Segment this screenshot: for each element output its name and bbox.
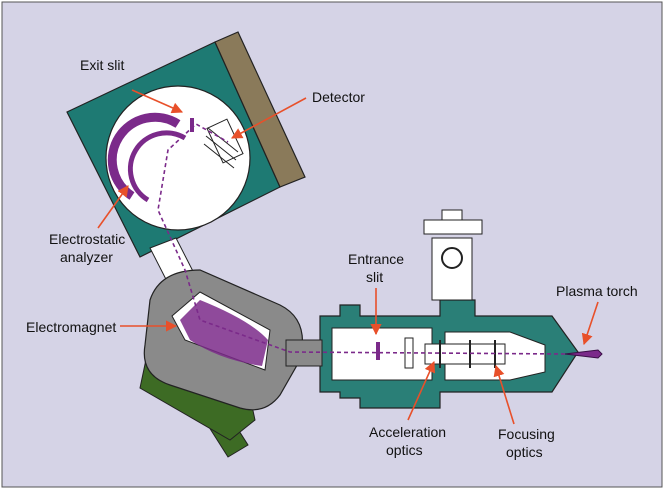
label-slit: slit bbox=[366, 269, 383, 285]
analyzer-housing bbox=[66, 31, 306, 258]
arrow-detector bbox=[231, 97, 307, 139]
callout-arrows bbox=[97, 89, 599, 425]
ion-chamber bbox=[285, 209, 579, 409]
arrow-acceleration bbox=[407, 360, 435, 421]
label-entrance: Entrance bbox=[348, 251, 404, 267]
label-acceleration: Acceleration bbox=[369, 424, 446, 440]
arrow-analyzer bbox=[97, 185, 129, 229]
label-electromagnet: Electromagnet bbox=[26, 319, 116, 335]
labels: Exit slit Detector Electrostatic analyze… bbox=[26, 57, 638, 460]
electromagnet bbox=[139, 269, 304, 458]
arrow-exit-slit bbox=[131, 89, 184, 114]
plasma-torch bbox=[564, 349, 603, 359]
label-analyzer: analyzer bbox=[60, 249, 113, 265]
label-acceleration-optics: optics bbox=[386, 442, 423, 458]
label-exit-slit: Exit slit bbox=[80, 57, 124, 73]
arrow-plasma-torch bbox=[581, 301, 599, 346]
ion-beam bbox=[157, 123, 566, 355]
arrow-focusing bbox=[493, 364, 515, 425]
label-focusing: Focusing bbox=[498, 426, 555, 442]
label-plasma-torch: Plasma torch bbox=[556, 283, 638, 299]
label-electrostatic: Electrostatic bbox=[49, 231, 125, 247]
label-focusing-optics: optics bbox=[506, 444, 543, 460]
label-detector: Detector bbox=[312, 89, 365, 105]
